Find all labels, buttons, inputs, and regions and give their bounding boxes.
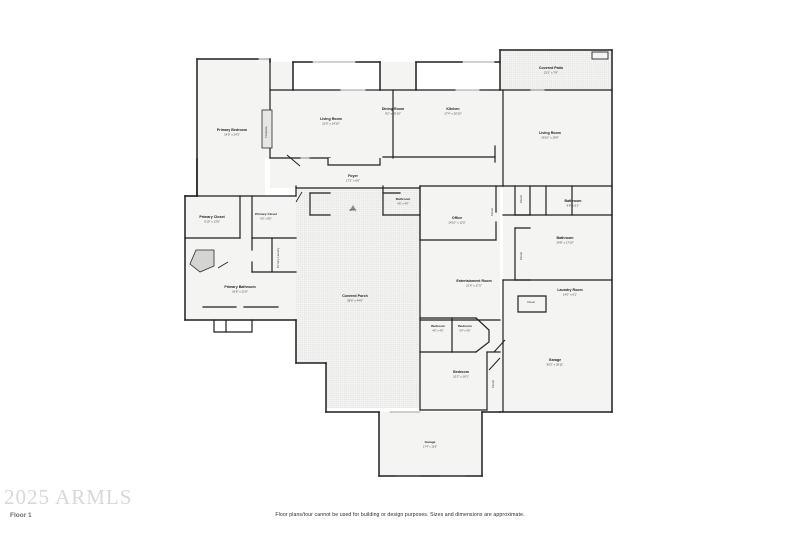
room-dimensions: 4'6" x 4'9": [397, 201, 408, 205]
door-swing-a: [286, 154, 301, 167]
watermark: 2025 ARMLS: [4, 485, 133, 509]
room-name: Dining Room: [382, 107, 404, 111]
room-dimensions: 17'2" x 6'0": [346, 178, 360, 182]
room-name: Bedroom: [453, 370, 469, 374]
room-fills: [185, 50, 612, 476]
room-name: Primary Bedroom: [217, 128, 247, 132]
stair-detail: [327, 158, 381, 166]
room-dimensions: 16'8" x 21'6": [232, 289, 248, 293]
entry-arrow-icon: [350, 205, 356, 210]
label-primary-laundry: Primary Laundry: [276, 247, 280, 268]
door-swing-c: [493, 339, 506, 353]
room-name: Living Room: [320, 117, 342, 121]
room-dimensions: 30'3" x 26'11": [546, 362, 563, 366]
room-name: Bathroom: [557, 236, 574, 240]
door-swing-e: [217, 261, 229, 269]
room-name: Office: [452, 216, 462, 220]
room-name: Covered Patio: [539, 66, 564, 70]
label-closet-north: Closet: [519, 195, 523, 203]
room-dimensions: 4'6" x 4'0": [432, 328, 443, 332]
disclaimer-text: Floor plans/tour cannot be used for buil…: [275, 512, 525, 518]
room-name: Foyer: [348, 174, 358, 178]
room-name: Kitchen: [446, 107, 459, 111]
room-dimensions: 21'1" x 7'6": [544, 70, 558, 74]
room-name: Entertainment Room: [456, 279, 491, 283]
room-dimensions: 14'10" x 12'5": [448, 220, 465, 224]
room-dimensions: 10'2" x 16'1": [453, 374, 469, 378]
room-dimensions: 17'4" x 20'10": [444, 111, 461, 115]
room-name: Garage: [549, 358, 561, 362]
room-name: Bedroom: [458, 324, 472, 328]
room-name: Covered Porch: [342, 294, 368, 298]
room-name: Garage: [425, 440, 436, 444]
room-dimensions: 26'10" x 19'8": [541, 135, 558, 139]
room-name: Living Room: [539, 131, 561, 135]
room-dimensions: 14'0" x 6'1": [563, 292, 577, 296]
label-closet-laundry: Closet: [527, 300, 535, 304]
floor-label: Floor 1: [10, 512, 32, 519]
door-swing-d: [488, 357, 501, 371]
fireplace-fixture: [261, 109, 273, 149]
patio-fixture: [591, 51, 609, 60]
room-name: Bedroom: [431, 324, 445, 328]
room-dimensions: 9'2" x 20'10": [385, 111, 401, 115]
door-swing-b: [295, 191, 303, 203]
label-fireplace: Fireplace: [264, 126, 268, 138]
room-name: Laundry Room: [557, 288, 582, 292]
entry-label: Entry: [349, 208, 357, 212]
room-name: Primary Closet: [255, 212, 277, 216]
label-closet-middle: Closet: [519, 252, 523, 260]
fixtures: [189, 51, 609, 371]
primary-bath-tub: [189, 249, 215, 273]
room-dimensions: 6'6" x 8'5": [260, 216, 271, 220]
closet-box-labels: Closet: [527, 300, 535, 304]
room-dimensions: 9'8" x 5'1": [567, 203, 580, 207]
room-dimensions: 5'4" x 4'5": [459, 328, 470, 332]
walls: [184, 49, 613, 477]
room-dimensions: 14'8" x 17'10": [556, 240, 573, 244]
label-closet-hall: Closet: [491, 380, 495, 388]
room-dimensions: 14'5" x 24'3": [224, 132, 240, 136]
room-dimensions: 17'4" x 12'6": [423, 444, 437, 448]
room-name: Bathroom: [565, 199, 582, 203]
room-dimensions: 5'10" x 13'5": [204, 219, 220, 223]
room-dimensions: 21'6" x 14'10": [322, 121, 339, 125]
room-name: Primary Bathroom: [224, 285, 255, 289]
label-closet-office: Closet: [490, 208, 494, 216]
room-name: Bathroom: [396, 197, 411, 201]
room-dimensions: 28'0" x 44'0": [347, 298, 363, 302]
room-name: Primary Closet: [199, 215, 225, 219]
room-dimensions: 21'4" x 17'2": [466, 283, 482, 287]
entry-label-group: Entry: [349, 208, 357, 212]
